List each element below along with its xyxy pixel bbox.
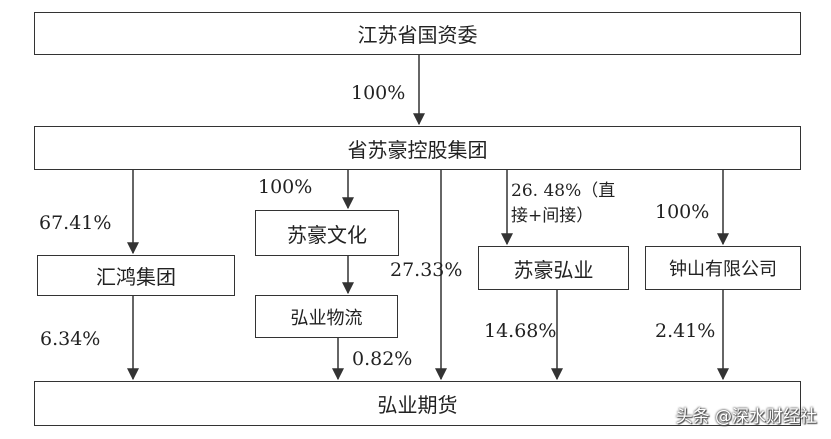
label-holding-hongye-line2: 接+间接）	[511, 206, 594, 226]
node-suhao-holding: 省苏豪控股集团	[34, 126, 801, 170]
label-holding-zhongshan: 100%	[655, 201, 710, 223]
label-holding-futures: 27.33%	[390, 259, 463, 281]
node-hongye-futures: 弘业期货	[34, 381, 801, 426]
node-zhongshan-co: 钟山有限公司	[645, 246, 801, 290]
node-hongye-logistics: 弘业物流	[255, 295, 398, 338]
node-huihong-group: 汇鸿集团	[37, 255, 235, 296]
label-holding-culture: 100%	[258, 176, 313, 198]
label-sasac-holding: 100%	[351, 82, 406, 104]
label-logistics-futures: 0.82%	[352, 348, 413, 370]
node-suhao-culture: 苏豪文化	[255, 210, 399, 256]
label-hongye-futures: 14.68%	[484, 320, 557, 342]
label-zhongshan-futures: 2.41%	[655, 320, 716, 342]
node-jiangsu-sasac: 江苏省国资委	[34, 12, 801, 55]
label-huihong-futures: 6.34%	[40, 328, 101, 350]
label-holding-huihong: 67.41%	[39, 212, 112, 234]
node-suhao-hongye: 苏豪弘业	[478, 246, 629, 290]
watermark: 头条 @深水财经社	[675, 407, 817, 427]
label-holding-hongye-line1: 26. 48%（直	[511, 181, 616, 201]
